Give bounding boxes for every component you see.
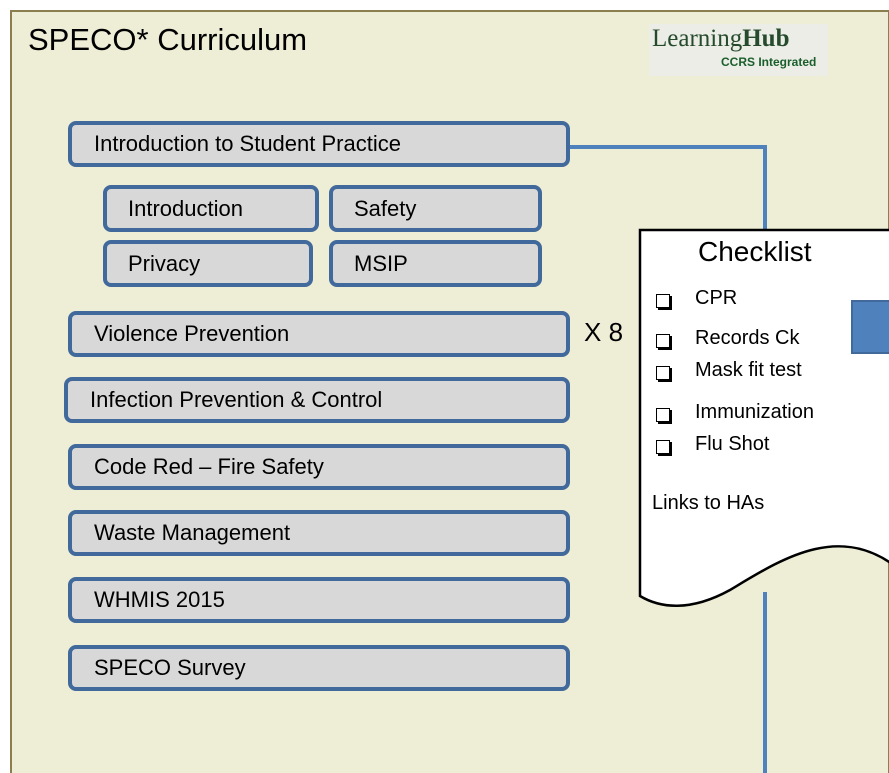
checklist-title: Checklist [698, 236, 812, 267]
module-violence-prevention: Violence Prevention [68, 311, 570, 357]
logo-subtitle: CCRS Integrated [721, 55, 817, 69]
module-speco-survey: SPECO Survey [68, 645, 570, 691]
module-intro-student-practice: Introduction to Student Practice [68, 121, 570, 167]
repeat-multiplier: X 8 [584, 317, 624, 347]
checkbox-icon [656, 294, 670, 308]
checkbox-icon [656, 440, 670, 454]
page-title: SPECO* Curriculum [28, 22, 308, 57]
module-infection-prevention: Infection Prevention & Control [64, 377, 570, 423]
module-whmis-2015: WHMIS 2015 [68, 577, 570, 623]
checklist-links-text: Links to HAs [652, 492, 765, 514]
checkbox-icon [656, 334, 670, 348]
checkbox-icon [656, 366, 670, 380]
learninghub-logo: LearningHub CCRS Integrated [649, 24, 828, 76]
module-safety: Safety [329, 185, 542, 232]
module-privacy: Privacy [103, 240, 313, 287]
module-code-red: Code Red – Fire Safety [68, 444, 570, 490]
module-introduction: Introduction [103, 185, 319, 232]
connector-intro-to-checklist [570, 145, 767, 232]
side-tab-shape [851, 300, 889, 354]
checklist-document-shape [638, 228, 889, 607]
module-waste-management: Waste Management [68, 510, 570, 556]
checkbox-icon [656, 408, 670, 422]
module-msip: MSIP [329, 240, 542, 287]
logo-wordmark: LearningHub [652, 25, 790, 52]
